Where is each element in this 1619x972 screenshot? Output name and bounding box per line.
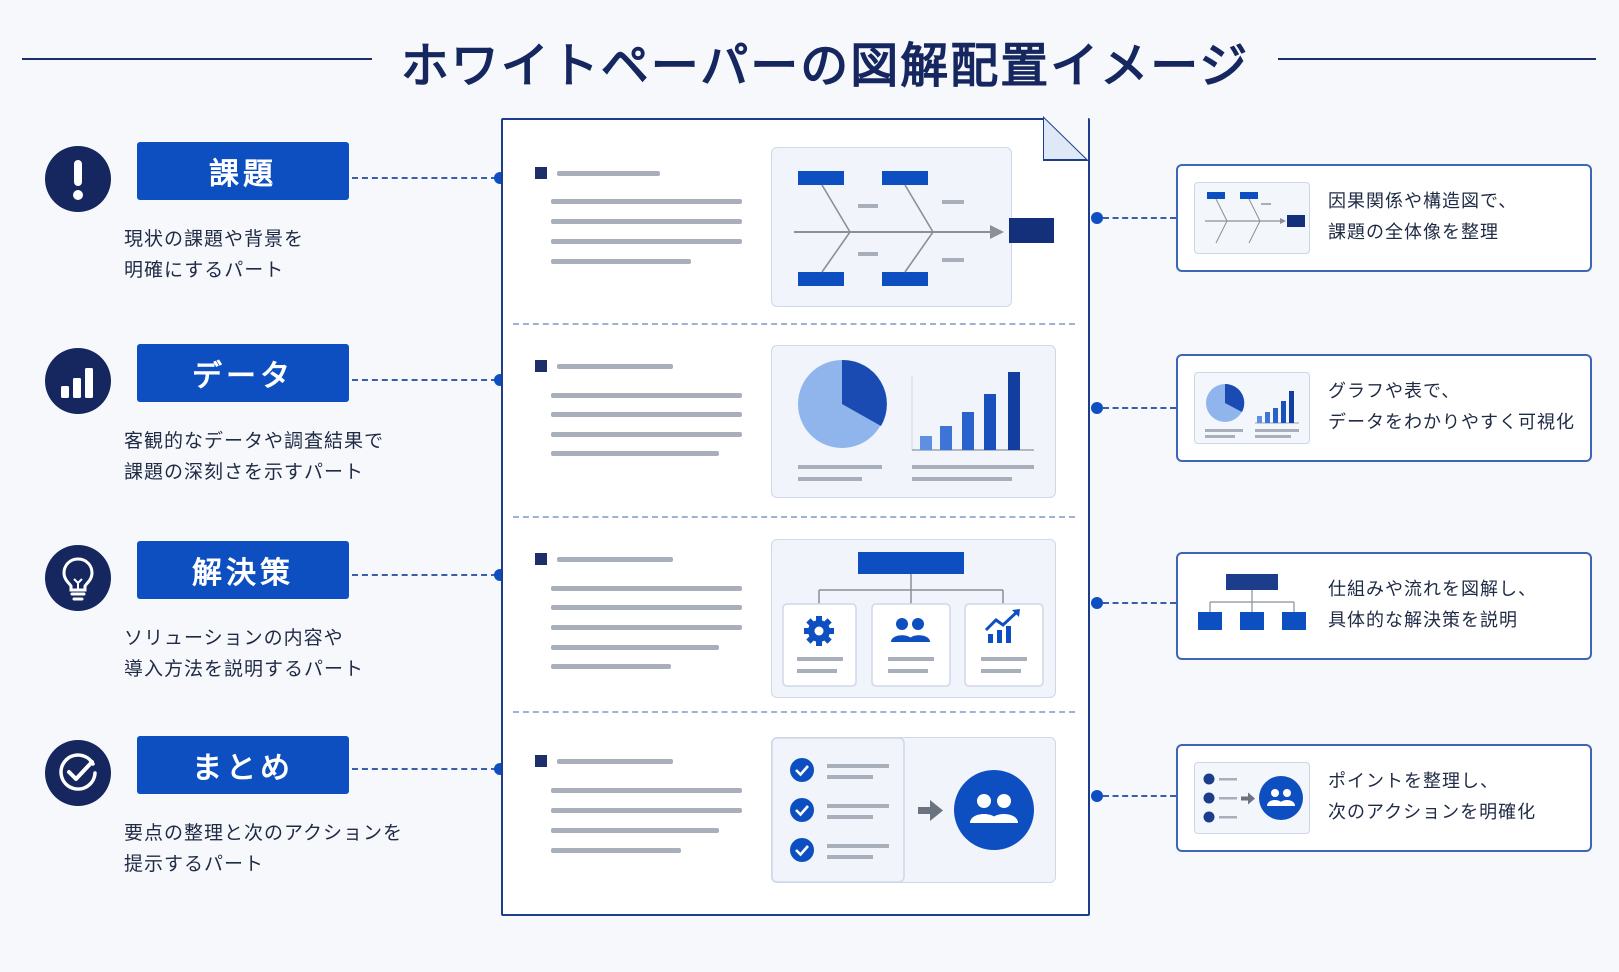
section-description: ソリューションの内容や 導入方法を説明するパート: [124, 627, 365, 680]
text-line: [551, 586, 742, 591]
card-text: 因果関係や構造図で、 課題の全体像を整理: [1328, 191, 1518, 243]
text-line: [551, 605, 742, 610]
text-line: [551, 393, 742, 398]
heading-bullet: [535, 360, 547, 372]
section-kadai: 課題 現状の課題や背景を 明確にするパート: [0, 142, 500, 336]
text-line: [551, 645, 719, 650]
fishbone-effect-box: [1009, 218, 1054, 243]
connector-dot: [1091, 402, 1103, 414]
section-label: まとめ: [137, 736, 349, 794]
text-line: [551, 412, 742, 417]
check-circle-icon: [45, 740, 111, 806]
text-line: [551, 239, 742, 244]
checklist-to-action-diagram: [772, 738, 1034, 882]
text-line: [551, 808, 742, 813]
connector-dot: [1091, 790, 1103, 802]
text-line: [551, 828, 719, 833]
section-label: 課題: [137, 142, 349, 200]
gear-icon: [804, 616, 834, 646]
card-text: ポイントを整理し、 次のアクションを明確化: [1328, 771, 1537, 823]
text-line: [551, 432, 742, 437]
title-rule-left: [22, 58, 372, 60]
summary-action-panel: [771, 737, 1056, 883]
pie-and-bar-chart: [798, 359, 1034, 481]
title-rule-right: [1278, 58, 1596, 60]
connector-right-4: [1103, 795, 1176, 797]
action-thumb-icon: [1194, 762, 1310, 834]
connector-right-3: [1103, 602, 1176, 604]
bar-chart-icon: [45, 348, 111, 414]
fishbone-diagram-panel: [771, 147, 1012, 307]
section-description: 現状の課題や背景を 明確にするパート: [124, 228, 305, 281]
org-chart-diagram: [782, 552, 1044, 687]
fishbone-thumb-icon: [1194, 182, 1310, 254]
data-chart-panel: [771, 345, 1056, 498]
check-icon: [790, 798, 814, 822]
growth-chart-icon: [984, 609, 1020, 643]
section-divider: [513, 516, 1075, 518]
chart-thumb-icon: [1194, 372, 1310, 444]
org-chart-thumb-icon: [1194, 570, 1308, 640]
section-data: データ 客観的なデータや調査結果で 課題の深刻さを示すパート: [0, 344, 500, 538]
section-divider: [513, 711, 1075, 713]
connector-left-1: [352, 177, 497, 179]
heading-line: [557, 557, 673, 562]
connector-right-2: [1103, 407, 1176, 409]
heading-line: [557, 759, 673, 764]
people-icon: [970, 794, 1018, 823]
check-icon: [790, 838, 814, 862]
card-fishbone: 因果関係や構造図で、 課題の全体像を整理: [1176, 164, 1592, 272]
section-summary: まとめ 要点の整理と次のアクションを 提示するパート: [0, 736, 500, 930]
text-line: [551, 199, 742, 204]
arrow-right-icon: [918, 800, 943, 821]
text-line: [551, 219, 742, 224]
section-description: 要点の整理と次のアクションを 提示するパート: [124, 822, 404, 875]
connector-dot: [1091, 597, 1103, 609]
connector-left-3: [352, 574, 497, 576]
text-line: [551, 664, 671, 669]
page-title: ホワイトペーパーの図解配置イメージ: [400, 38, 1250, 94]
section-divider: [513, 323, 1075, 325]
text-line: [551, 451, 719, 456]
heading-line: [557, 364, 673, 369]
text-line: [551, 625, 742, 630]
card-chart: グラフや表で、 データをわかりやすく可視化: [1176, 354, 1592, 462]
card-text: 仕組みや流れを図解し、 具体的な解決策を説明: [1328, 579, 1537, 631]
section-description: 客観的なデータや調査結果で 課題の深刻さを示すパート: [124, 430, 385, 483]
people-icon: [891, 618, 930, 642]
text-line: [551, 259, 691, 264]
check-icon: [790, 758, 814, 782]
card-action: ポイントを整理し、 次のアクションを明確化: [1176, 744, 1592, 852]
section-label: データ: [137, 344, 349, 402]
connector-dot: [1091, 212, 1103, 224]
heading-bullet: [535, 755, 547, 767]
section-label: 解決策: [137, 541, 349, 599]
card-structure: 仕組みや流れを図解し、 具体的な解決策を説明: [1176, 552, 1592, 660]
connector-left-4: [352, 768, 497, 770]
solution-structure-panel: [771, 539, 1056, 698]
heading-bullet: [535, 553, 547, 565]
section-solution: 解決策 ソリューションの内容や 導入方法を説明するパート: [0, 541, 500, 735]
card-text: グラフや表で、 データをわかりやすく可視化: [1328, 381, 1575, 433]
lightbulb-icon: [45, 545, 111, 611]
page-fold-icon: [1043, 116, 1088, 161]
text-line: [551, 848, 681, 853]
heading-bullet: [535, 167, 547, 179]
heading-line: [557, 171, 660, 176]
connector-right-1: [1103, 217, 1176, 219]
fishbone-diagram: [794, 171, 1004, 286]
connector-left-2: [352, 379, 497, 381]
title-row: ホワイトペーパーの図解配置イメージ: [0, 18, 1619, 98]
exclamation-icon: [45, 146, 111, 212]
text-line: [551, 788, 742, 793]
